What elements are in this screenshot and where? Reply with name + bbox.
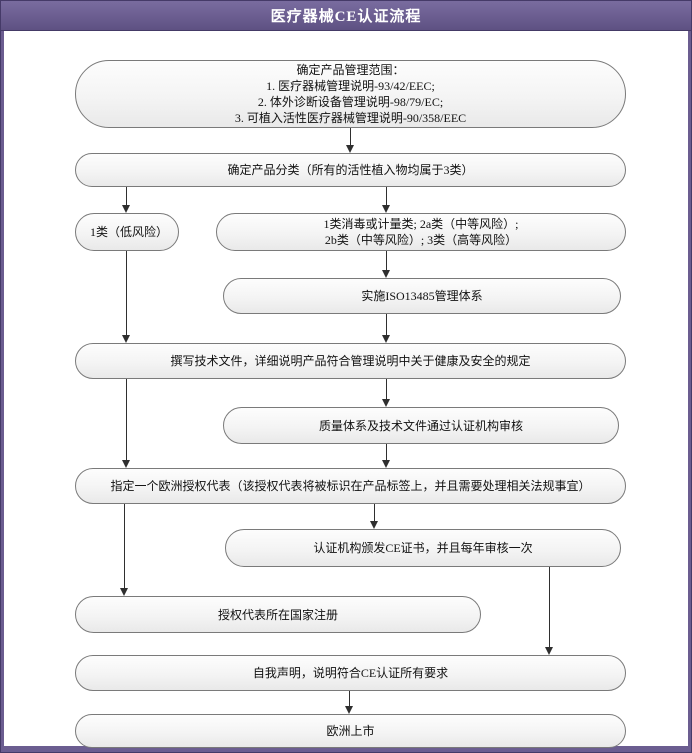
connector-declare-market [349,691,350,707]
connector-audit-rep [386,444,387,461]
page-title: 医疗器械CE认证流程 [270,9,422,25]
flow-node-eu-rep: 指定一个欧洲授权代表（该授权代表将被标识在产品标签上，并且需要处理相关法规事宜） [75,468,626,504]
arrowhead-declare-market [345,706,353,714]
flow-node-ce-cert: 认证机构颁发CE证书，并且每年审核一次 [225,529,621,567]
flow-node-market: 欧洲上市 [75,714,626,748]
arrowhead-audit-rep [382,460,390,468]
arrowhead-class1-techfile [122,335,130,343]
connector-rep-register [124,504,125,589]
arrowhead-iso-techfile [382,335,390,343]
connector-rep-cert [374,504,375,522]
arrowhead-classify-class1 [122,205,130,213]
connector-scope-classify [350,128,351,146]
flow-node-declare: 自我声明，说明符合CE认证所有要求 [75,655,626,691]
connector-techfile-rep [126,379,127,461]
flow-node-class-other: 1类消毒或计量类; 2a类（中等风险）; 2b类（中等风险）; 3类（高等风险） [216,213,626,251]
arrowhead-classify-classother [382,205,390,213]
connector-classother-iso [386,251,387,271]
flow-node-techfile: 撰写技术文件，详细说明产品符合管理说明中关于健康及安全的规定 [75,343,626,379]
flow-node-scope: 确定产品管理范围： 1. 医疗器械管理说明-93/42/EEC; 2. 体外诊断… [75,60,626,128]
flow-node-iso13485: 实施ISO13485管理体系 [223,278,621,314]
arrowhead-techfile-rep [122,460,130,468]
arrowhead-cert-declare [545,647,553,655]
connector-cert-declare [549,567,550,648]
arrowhead-rep-cert [370,521,378,529]
frame-bottom-border [1,746,691,752]
flow-node-register: 授权代表所在国家注册 [75,596,481,633]
arrowhead-techfile-audit [382,399,390,407]
flow-node-classify: 确定产品分类（所有的活性植入物均属于3类） [75,153,626,187]
frame-right-border [688,1,691,752]
header-bar: 医疗器械CE认证流程 [1,1,691,31]
flow-node-audit: 质量体系及技术文件通过认证机构审核 [223,407,619,444]
connector-class1-techfile [126,251,127,336]
arrowhead-scope-classify [346,145,354,153]
arrowhead-classother-iso [382,270,390,278]
frame-left-border [1,1,4,752]
connector-iso-techfile [386,314,387,336]
arrowhead-rep-register [120,588,128,596]
connector-techfile-audit [386,379,387,400]
connector-classify-class1 [126,187,127,206]
connector-classify-classother [386,187,387,206]
flow-node-class1: 1类（低风险） [75,213,179,251]
